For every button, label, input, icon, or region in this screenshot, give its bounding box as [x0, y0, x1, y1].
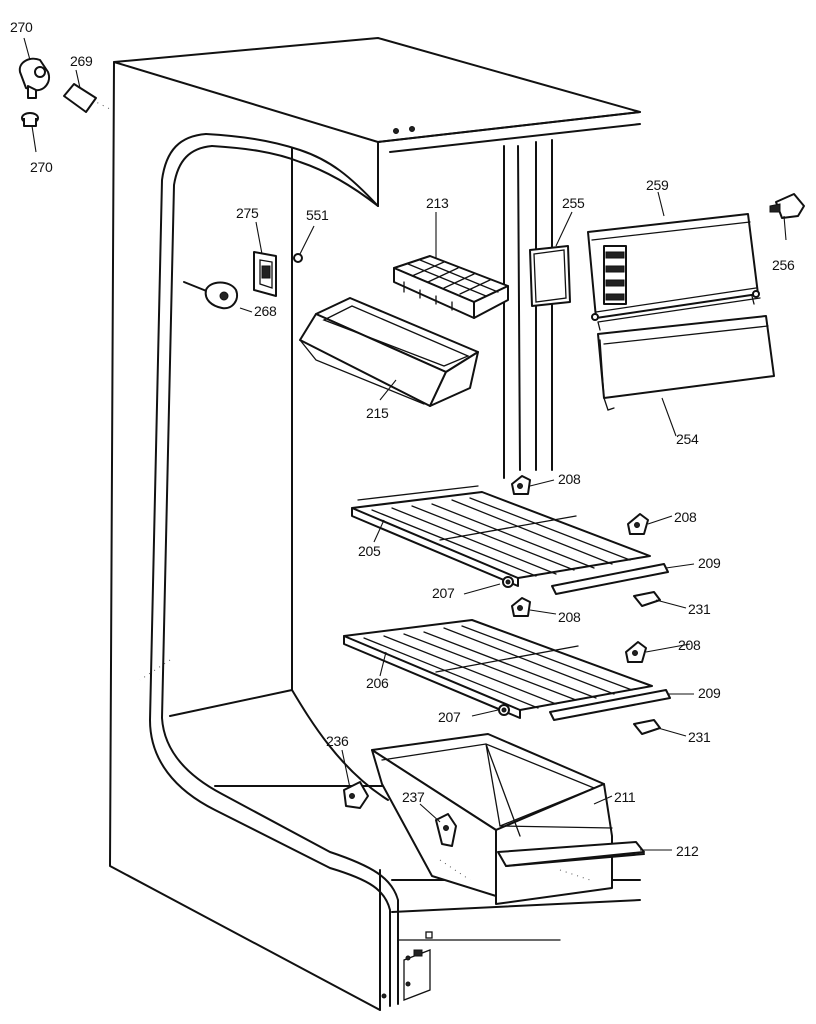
callout-labels: 270 269 270 275 551 268 213 215 255 259 …	[10, 19, 795, 859]
cabinet-outline	[91, 37, 641, 1011]
latch-237	[435, 813, 457, 847]
bracket-208b	[627, 513, 649, 535]
callout-212: 212	[676, 843, 699, 859]
stud-207a	[502, 576, 514, 588]
bracket-236	[343, 781, 369, 809]
callout-208-3: 208	[558, 609, 581, 625]
drawer-211	[371, 733, 613, 905]
bracket-208d	[625, 641, 647, 663]
trim-209a	[551, 563, 669, 595]
screw-551	[293, 253, 303, 263]
callout-211: 211	[614, 789, 636, 805]
callout-269: 269	[70, 53, 93, 69]
callout-209-1: 209	[698, 555, 721, 571]
callout-207-2: 207	[438, 709, 461, 725]
panel-254	[597, 315, 775, 411]
callout-213: 213	[426, 195, 449, 211]
callout-237: 237	[402, 789, 425, 805]
leader-lines	[23, 37, 787, 851]
callout-551: 551	[306, 207, 329, 223]
clip-231b	[633, 719, 661, 735]
callout-208-1: 208	[558, 471, 581, 487]
callout-270-top: 270	[10, 19, 33, 35]
stud-207b	[498, 704, 510, 716]
switch-275	[253, 251, 277, 297]
clip-256	[769, 193, 805, 219]
panel-259	[587, 213, 761, 331]
clip-231a	[633, 591, 661, 607]
callout-215: 215	[366, 405, 389, 421]
pad-255	[529, 245, 571, 307]
callout-206: 206	[366, 675, 389, 691]
trim-209b	[549, 689, 671, 721]
callout-208-4: 208	[678, 637, 701, 653]
callout-255: 255	[562, 195, 585, 211]
bin-215	[299, 297, 479, 407]
callout-256: 256	[772, 257, 795, 273]
callout-254: 254	[676, 431, 699, 447]
thermostat-268	[183, 281, 238, 310]
ice-tray-213	[393, 255, 509, 319]
callout-208-2: 208	[674, 509, 697, 525]
callout-270-bottom: 270	[30, 159, 53, 175]
callout-231-2: 231	[688, 729, 711, 745]
handle-212	[497, 841, 645, 867]
bracket-208c	[511, 597, 531, 617]
callout-275: 275	[236, 205, 259, 221]
shelf-205	[351, 485, 651, 587]
fitting-270-269	[18, 57, 97, 127]
callout-205: 205	[358, 543, 381, 559]
callout-236: 236	[326, 733, 349, 749]
callout-207-1: 207	[432, 585, 455, 601]
callout-231-1: 231	[688, 601, 711, 617]
shelf-206	[343, 619, 653, 719]
bracket-208a	[511, 475, 531, 495]
callout-209-2: 209	[698, 685, 721, 701]
callout-268: 268	[254, 303, 277, 319]
callout-259: 259	[646, 177, 669, 193]
